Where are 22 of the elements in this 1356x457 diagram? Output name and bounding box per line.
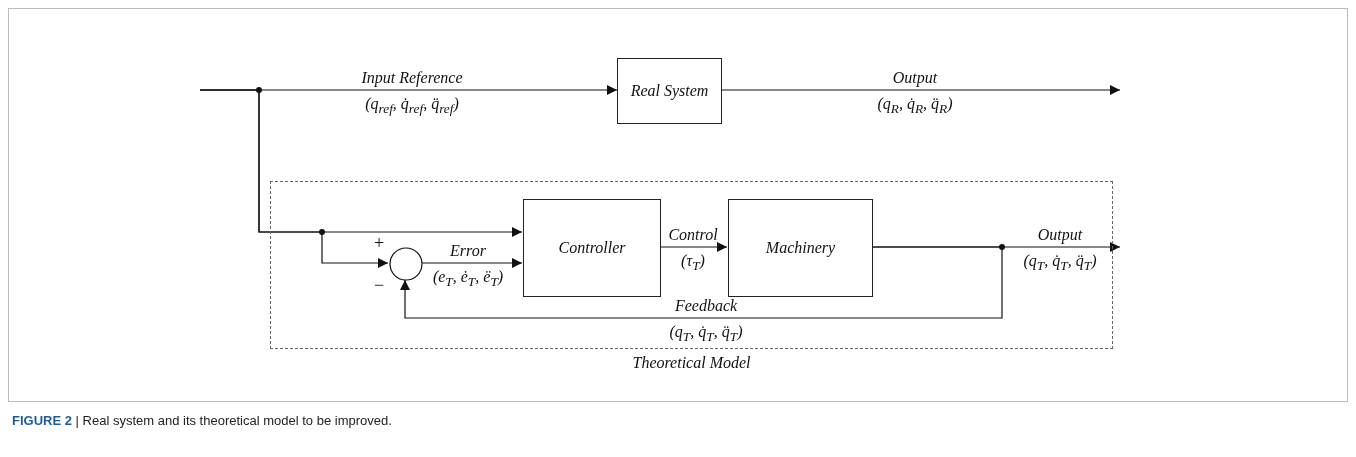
arrow	[659, 242, 728, 252]
box-label: Controller	[558, 239, 626, 257]
box-label: Machinery	[765, 239, 836, 257]
process-box	[728, 199, 873, 297]
arrow	[421, 258, 523, 268]
process-box	[523, 199, 661, 297]
edge-label: Feedback (q$_{T}$, q̇$_{T}$, q̈$_{T}$)	[669, 297, 743, 346]
summing-junction	[389, 247, 423, 281]
edge-label: Input Reference (q$_{ref}$, q̇$_{ref}$, q̈$_{ref}$)	[361, 69, 463, 118]
arrow	[721, 85, 1121, 95]
edge-label: Control (τ$_{T}$)	[668, 226, 718, 275]
edge-label: Error (e$_{T}$, ė$_{T}$, ë$_{T}$)	[432, 242, 504, 291]
process-box	[617, 58, 722, 124]
sign-label: +	[374, 233, 385, 254]
arrow	[199, 89, 389, 268]
edge-label: Output (q$_{R}$, q̇$_{R}$, q̈$_{R}$)	[877, 69, 953, 118]
edge-label: Output (q$_{T}$, q̇$_{T}$, q̈$_{T}$)	[1023, 226, 1097, 275]
sign-label: −	[374, 275, 385, 296]
arrow	[400, 246, 1003, 319]
box-label: Real System	[630, 82, 709, 100]
group-title: Theoretical Model	[632, 354, 751, 371]
figure-caption: FIGURE 2 | Real system and its theoretical model to be improved.	[12, 413, 392, 428]
